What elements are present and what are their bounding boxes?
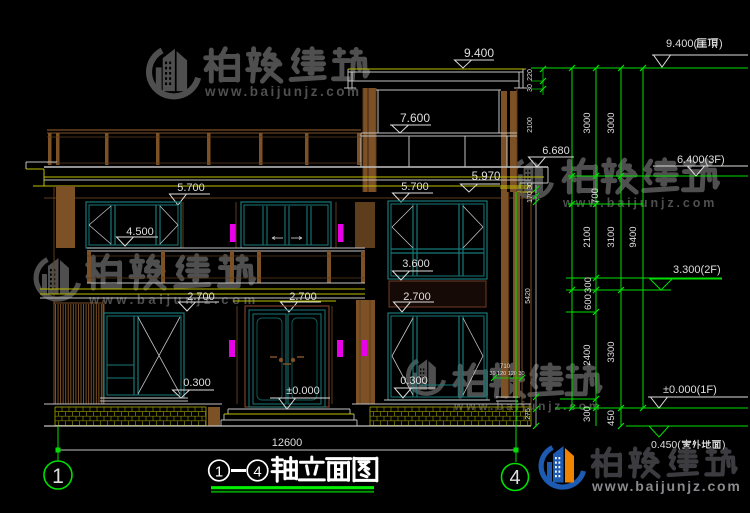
svg-text:3.600: 3.600 bbox=[402, 258, 430, 270]
svg-text:2.700: 2.700 bbox=[187, 291, 215, 303]
svg-text:4: 4 bbox=[509, 467, 520, 489]
svg-text:7.600: 7.600 bbox=[400, 111, 430, 125]
svg-text:5420: 5420 bbox=[525, 288, 532, 304]
svg-text:2.700: 2.700 bbox=[403, 291, 431, 303]
svg-text:12600: 12600 bbox=[272, 437, 303, 449]
svg-text:5.970: 5.970 bbox=[472, 171, 501, 183]
svg-text:2400: 2400 bbox=[582, 344, 593, 365]
svg-text:±0.000: ±0.000 bbox=[286, 385, 320, 397]
svg-text:9.400: 9.400 bbox=[464, 46, 494, 60]
svg-text:±0.000(1F): ±0.000(1F) bbox=[663, 384, 717, 396]
svg-text:3.300(2F): 3.300(2F) bbox=[673, 264, 721, 276]
svg-text:3100: 3100 bbox=[606, 226, 617, 247]
svg-text:220: 220 bbox=[527, 69, 534, 81]
svg-text:4.500: 4.500 bbox=[126, 226, 154, 238]
svg-text:6.680: 6.680 bbox=[542, 145, 570, 157]
svg-text:6.400(3F): 6.400(3F) bbox=[677, 154, 725, 166]
svg-text:0.300: 0.300 bbox=[400, 375, 428, 387]
svg-text:1: 1 bbox=[52, 465, 64, 488]
svg-text:5.700: 5.700 bbox=[177, 182, 205, 194]
svg-text:0.450(: 0.450( bbox=[651, 439, 681, 451]
svg-text:170: 170 bbox=[527, 191, 534, 203]
svg-text:300: 300 bbox=[583, 277, 594, 293]
svg-text:2.700: 2.700 bbox=[289, 291, 317, 303]
svg-text:30: 30 bbox=[527, 84, 534, 92]
svg-text:710: 710 bbox=[500, 364, 511, 370]
svg-text:2100: 2100 bbox=[582, 226, 593, 247]
svg-text:www.baijunjz.com: www.baijunjz.com bbox=[562, 196, 717, 210]
svg-text:5.700: 5.700 bbox=[401, 181, 429, 193]
svg-text:1: 1 bbox=[215, 464, 223, 481]
svg-text:700: 700 bbox=[590, 188, 601, 204]
svg-text:www.baijunjz.com: www.baijunjz.com bbox=[204, 84, 362, 99]
svg-text:3300: 3300 bbox=[606, 341, 617, 362]
svg-text:3000: 3000 bbox=[582, 112, 593, 133]
svg-text:2100: 2100 bbox=[527, 117, 534, 133]
svg-text:275: 275 bbox=[525, 408, 532, 420]
svg-text:4: 4 bbox=[253, 464, 261, 481]
svg-text:www.baijunjz.com: www.baijunjz.com bbox=[591, 478, 742, 494]
svg-text:30 120 120 30: 30 120 120 30 bbox=[489, 371, 524, 377]
svg-text:9.400(: 9.400( bbox=[666, 38, 698, 50]
svg-text:600: 600 bbox=[583, 294, 594, 310]
svg-text:30: 30 bbox=[527, 182, 534, 190]
svg-text:3000: 3000 bbox=[606, 112, 617, 133]
svg-text:0.300: 0.300 bbox=[183, 377, 211, 389]
svg-text:): ) bbox=[719, 38, 723, 50]
svg-text:450: 450 bbox=[606, 410, 617, 426]
svg-text:9400: 9400 bbox=[628, 226, 639, 247]
svg-text:300: 300 bbox=[582, 406, 593, 422]
